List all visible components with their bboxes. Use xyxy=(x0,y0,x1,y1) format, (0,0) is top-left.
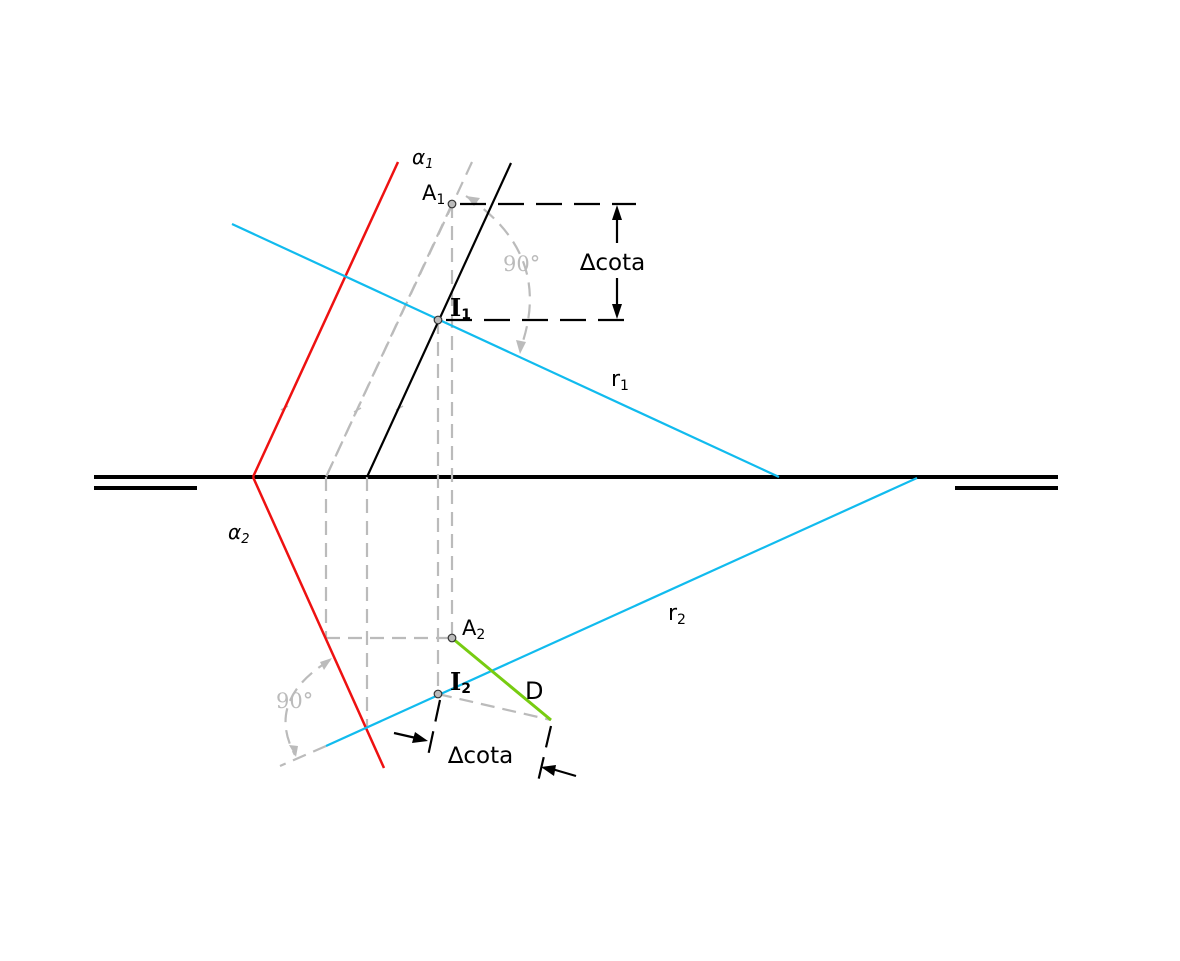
label-D: D xyxy=(525,677,543,705)
dim-arrow-down xyxy=(612,304,622,319)
points xyxy=(433,199,457,699)
point-I1 xyxy=(433,315,443,325)
line-r xyxy=(231,223,918,748)
point-A2 xyxy=(447,633,457,643)
rabatment-line xyxy=(325,203,453,478)
alpha1-trace xyxy=(251,161,400,478)
plane-alpha xyxy=(251,161,400,769)
label-alpha1: α1 xyxy=(412,145,433,172)
arrowhead-top-start xyxy=(466,196,480,206)
label-r2: r2 xyxy=(668,601,686,628)
label-r1: r1 xyxy=(611,367,629,394)
label-angle-top: 90° xyxy=(503,252,540,276)
point-I2 xyxy=(433,689,443,699)
angle-arc-top xyxy=(465,195,531,351)
r1-projection xyxy=(231,223,780,478)
arrowhead-bottom-start xyxy=(320,658,332,670)
angle-arc-bottom xyxy=(284,659,331,756)
ground-line xyxy=(94,475,1058,490)
label-I2: I2 xyxy=(450,667,471,697)
label-I1: I1 xyxy=(450,293,471,323)
triangle-base xyxy=(437,692,552,722)
label-delta-cota-top: ∆cota xyxy=(579,250,645,276)
r2-projection xyxy=(325,476,918,748)
arrowhead-bottom xyxy=(289,745,298,757)
dim-arrow-left xyxy=(412,732,428,743)
true-length-D xyxy=(451,636,552,722)
label-angle-bottom: 90° xyxy=(276,689,313,713)
dim-arrow-right xyxy=(541,765,556,776)
label-A1: A1 xyxy=(422,181,445,208)
construction-lines xyxy=(279,161,552,768)
parallel-ticks xyxy=(280,405,404,413)
delta-cota-bottom-dimension xyxy=(393,699,577,787)
point-A1 xyxy=(447,199,457,209)
arrowhead-top xyxy=(516,340,526,354)
label-delta-cota-bottom: ∆cota xyxy=(447,743,513,769)
dim-arrow-up xyxy=(612,205,622,220)
extension-r2 xyxy=(279,744,327,768)
alpha2-trace xyxy=(251,476,386,769)
label-A2: A2 xyxy=(462,616,485,643)
label-alpha2: α2 xyxy=(228,520,249,547)
